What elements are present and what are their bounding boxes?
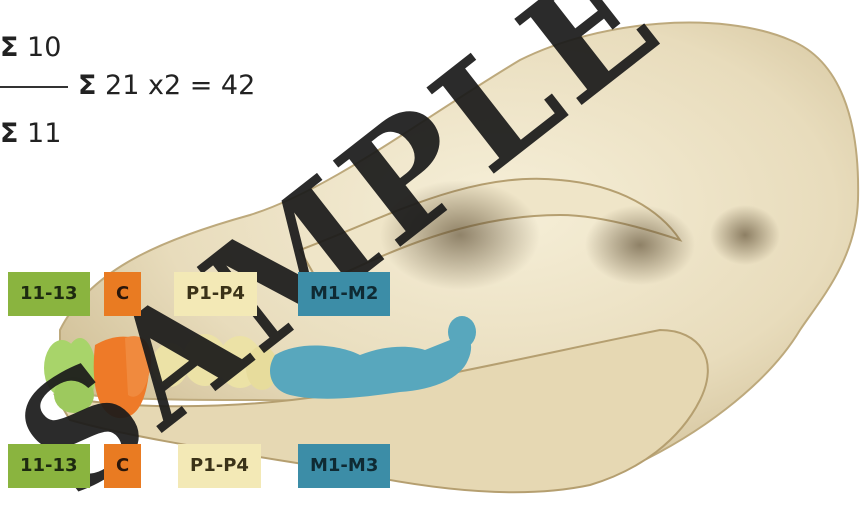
total-sigma: Σ (78, 70, 96, 101)
lower-premolar-label: P1-P4 (178, 444, 261, 488)
fossa-shadow (585, 205, 695, 285)
fraction-line (0, 86, 68, 88)
lower-sigma: Σ (0, 118, 18, 149)
upper-canine-label: C (104, 272, 141, 316)
total-value: 21 x2 = 42 (105, 70, 255, 101)
upper-value: 10 (27, 32, 61, 63)
upper-molar-label: M1-M2 (298, 272, 390, 316)
upper-count: Σ 10 (0, 32, 61, 63)
lower-count: Σ 11 (0, 118, 61, 149)
upper-sigma: Σ (0, 32, 18, 63)
lower-canine-label: C (104, 444, 141, 488)
ear-shadow (710, 205, 780, 265)
total-formula: Σ 21 x2 = 42 (78, 70, 255, 101)
upper-premolar-label: P1-P4 (174, 272, 257, 316)
lower-incisor-label: 11-13 (8, 444, 90, 488)
lower-value: 11 (27, 118, 61, 149)
lower-molar-label: M1-M3 (298, 444, 390, 488)
upper-incisor-label: 11-13 (8, 272, 90, 316)
skull-illustration: SAMPLE Σ 10 Σ 21 x2 = 42 Σ 11 11-13 C P1… (0, 0, 867, 506)
